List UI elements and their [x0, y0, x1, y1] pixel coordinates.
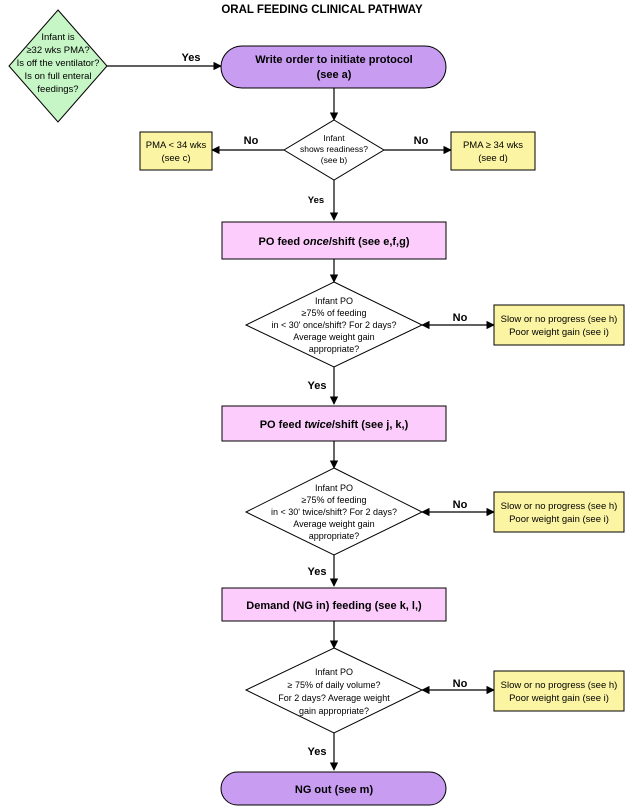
edge-label-yes: Yes	[182, 52, 201, 64]
check-once-text: Infant PO ≥75% of feeding in < 30' once/…	[271, 296, 396, 354]
check-once-line: Infant PO	[315, 296, 353, 306]
eligibility-line: ≥32 wks PMA?	[26, 45, 89, 56]
feed-once-em: once	[303, 236, 329, 248]
edge-label-yes: Yes	[308, 566, 327, 578]
slow3-box	[493, 670, 625, 712]
demand-label: Demand (NG in) feeding (see k, l,)	[246, 600, 422, 612]
feed-twice-box	[221, 405, 447, 442]
slow3-text: Slow or no progress (see h) Poor weight …	[501, 680, 618, 704]
readiness-line: Infant	[323, 133, 345, 143]
page-title: ORAL FEEDING CLINICAL PATHWAY	[221, 4, 423, 16]
feed-twice-pre: PO feed	[260, 419, 305, 431]
pma-lt-line: (see c)	[161, 153, 190, 164]
edge-label-yes: Yes	[308, 380, 327, 392]
readiness-text: Infant shows readiness? (see b)	[300, 133, 368, 165]
initiate-line: Write order to initiate protocol	[255, 54, 412, 66]
eligibility-line: Infant is	[41, 32, 75, 43]
check-twice-line: Infant PO	[315, 483, 353, 493]
feed-twice-em: twice	[304, 419, 332, 431]
slow1-line: Poor weight gain (see i)	[509, 327, 609, 338]
check-daily-decision	[244, 647, 424, 734]
eligibility-line: Is on full enteral	[24, 71, 91, 82]
slow1-line: Slow or no progress (see h)	[501, 314, 618, 325]
check-once-decision	[244, 281, 424, 368]
slow2-line: Poor weight gain (see i)	[509, 514, 609, 525]
check-once-line: ≥75% of feeding	[302, 308, 367, 318]
check-twice-line: ≥75% of feeding	[302, 495, 367, 505]
slow3-line: Slow or no progress (see h)	[501, 680, 618, 691]
check-twice-text: Infant PO ≥75% of feeding in < 30' twice…	[271, 483, 397, 541]
check-twice-decision	[244, 467, 424, 556]
edge-label-no: No	[244, 135, 259, 147]
eligibility-text: Infant is ≥32 wks PMA? Is off the ventil…	[17, 32, 100, 95]
feed-once-pre: PO feed	[259, 236, 304, 248]
pma-ge-text: PMA ≥ 34 wks (see d)	[463, 140, 523, 164]
slow3-line: Poor weight gain (see i)	[509, 693, 609, 704]
slow1-box	[493, 304, 625, 346]
feed-once-label: PO feed once/shift (see e,f,g)	[259, 236, 410, 248]
check-once-line: appropriate?	[309, 344, 360, 354]
pma-lt-line: PMA < 34 wks	[146, 140, 207, 151]
demand-box	[221, 587, 447, 622]
slow2-box	[493, 491, 625, 533]
initiate-terminal	[220, 45, 447, 89]
check-daily-line: ≥ 75% of daily volume?	[288, 680, 381, 690]
eligibility-decision	[8, 9, 108, 123]
slow1-text: Slow or no progress (see h) Poor weight …	[501, 314, 618, 338]
check-twice-line: in < 30' twice/shift? For 2 days?	[271, 507, 397, 517]
check-daily-line: Infant PO	[315, 667, 353, 677]
slow2-line: Slow or no progress (see h)	[501, 501, 618, 512]
feed-twice-post: /shift (see j, k,)	[332, 419, 409, 431]
ng-out-label: NG out (see m)	[295, 784, 374, 796]
pma-lt-box	[139, 131, 213, 171]
check-daily-line: For 2 days? Average weight	[278, 693, 390, 703]
initiate-text: Write order to initiate protocol (see a)	[255, 54, 412, 81]
connectors	[107, 61, 495, 771]
readiness-decision	[283, 119, 385, 181]
edge-label-yes: Yes	[308, 195, 324, 206]
readiness-line: shows readiness?	[300, 144, 368, 154]
check-once-line: in < 30' once/shift? For 2 days?	[271, 320, 396, 330]
feed-once-box	[221, 221, 447, 260]
pma-ge-line: (see d)	[478, 153, 508, 164]
ng-out-terminal	[220, 771, 447, 806]
check-twice-line: Average weight gain	[293, 519, 374, 529]
edge-labels: Yes No No Yes No Yes No Yes No Yes	[182, 52, 468, 758]
edge-label-no: No	[414, 135, 429, 147]
edge-label-no: No	[453, 499, 468, 511]
feed-twice-label: PO feed twice/shift (see j, k,)	[260, 419, 409, 431]
initiate-line: (see a)	[317, 69, 352, 81]
pma-ge-box	[450, 131, 536, 171]
readiness-line: (see b)	[321, 155, 348, 165]
edge-label-no: No	[453, 678, 468, 690]
edge-label-no: No	[453, 312, 468, 324]
edge-label-yes: Yes	[308, 746, 327, 758]
pma-ge-line: PMA ≥ 34 wks	[463, 140, 523, 151]
check-once-line: Average weight gain	[293, 332, 374, 342]
check-twice-line: appropriate?	[309, 531, 360, 541]
shapes	[8, 9, 625, 806]
eligibility-line: Is off the ventilator?	[17, 58, 100, 69]
check-daily-line: gain appropriate?	[299, 706, 369, 716]
eligibility-line: feedings?	[37, 84, 78, 95]
check-daily-text: Infant PO ≥ 75% of daily volume? For 2 d…	[278, 667, 390, 716]
pma-lt-text: PMA < 34 wks (see c)	[146, 140, 207, 164]
slow2-text: Slow or no progress (see h) Poor weight …	[501, 501, 618, 525]
feed-once-post: /shift (see e,f,g)	[329, 236, 410, 248]
